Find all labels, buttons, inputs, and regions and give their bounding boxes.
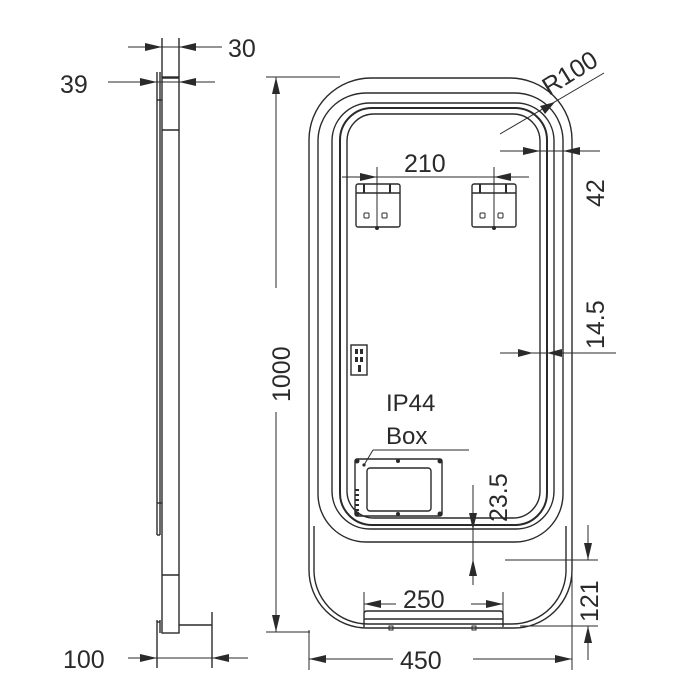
dim-offset-42: 42 [582, 179, 610, 207]
ip44-box [354, 449, 469, 517]
dim-box-offset-23-5: 23.5 [485, 473, 513, 522]
front-view: IP44 Box 1000 450 R100 210 42 [266, 46, 616, 675]
ip44-label: IP44 [386, 390, 435, 417]
base-outline-outer [308, 520, 573, 629]
dim-bracket-100: 100 [63, 646, 105, 674]
dim-depth-39: 39 [60, 71, 88, 99]
dim-base-121: 121 [576, 580, 604, 622]
frame-ring-1 [317, 92, 564, 543]
dim-width-450: 450 [400, 647, 442, 675]
side-view: 30 39 100 [60, 35, 256, 674]
dim-offset-14-5: 14.5 [582, 300, 610, 349]
dim-hanger-spacing-210: 210 [404, 150, 446, 178]
outer-frame [308, 77, 573, 520]
inner-mirror [346, 113, 541, 519]
dim-height-1000: 1000 [268, 346, 296, 402]
box-label: Box [386, 423, 427, 450]
base-outline-inner [313, 526, 567, 625]
frame-ring-2 [331, 102, 555, 530]
switch-icon [350, 344, 368, 376]
dim-shelf-250: 250 [403, 586, 445, 614]
frame-ring-3 [339, 107, 548, 526]
side-panel [161, 76, 180, 634]
dim-depth-30: 30 [228, 35, 256, 63]
